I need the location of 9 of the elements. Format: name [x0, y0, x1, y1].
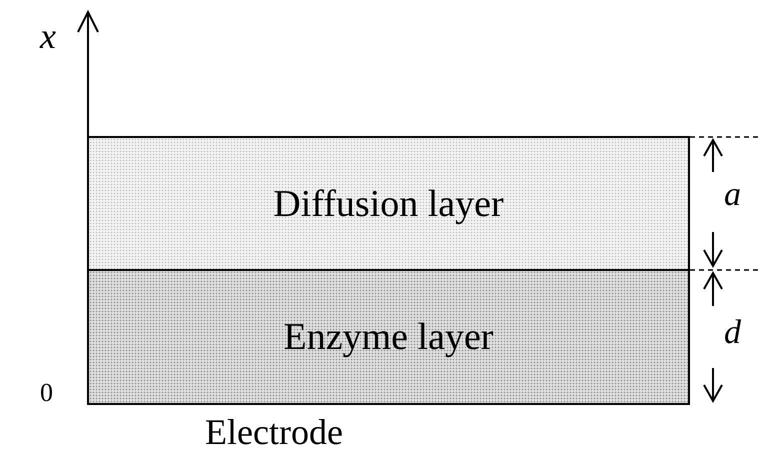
- axis-label: x: [40, 18, 56, 54]
- layer-label: Diffusion layer: [273, 182, 504, 226]
- origin-label: 0: [40, 380, 53, 406]
- layer-label: Enzyme layer: [284, 315, 494, 359]
- dimension-label: d: [724, 316, 741, 350]
- electrode-label: Electrode: [205, 414, 343, 450]
- diffusion-layer-region: [87, 136, 690, 271]
- dimension-label: a: [724, 178, 741, 212]
- enzyme-layer-region: [87, 269, 690, 405]
